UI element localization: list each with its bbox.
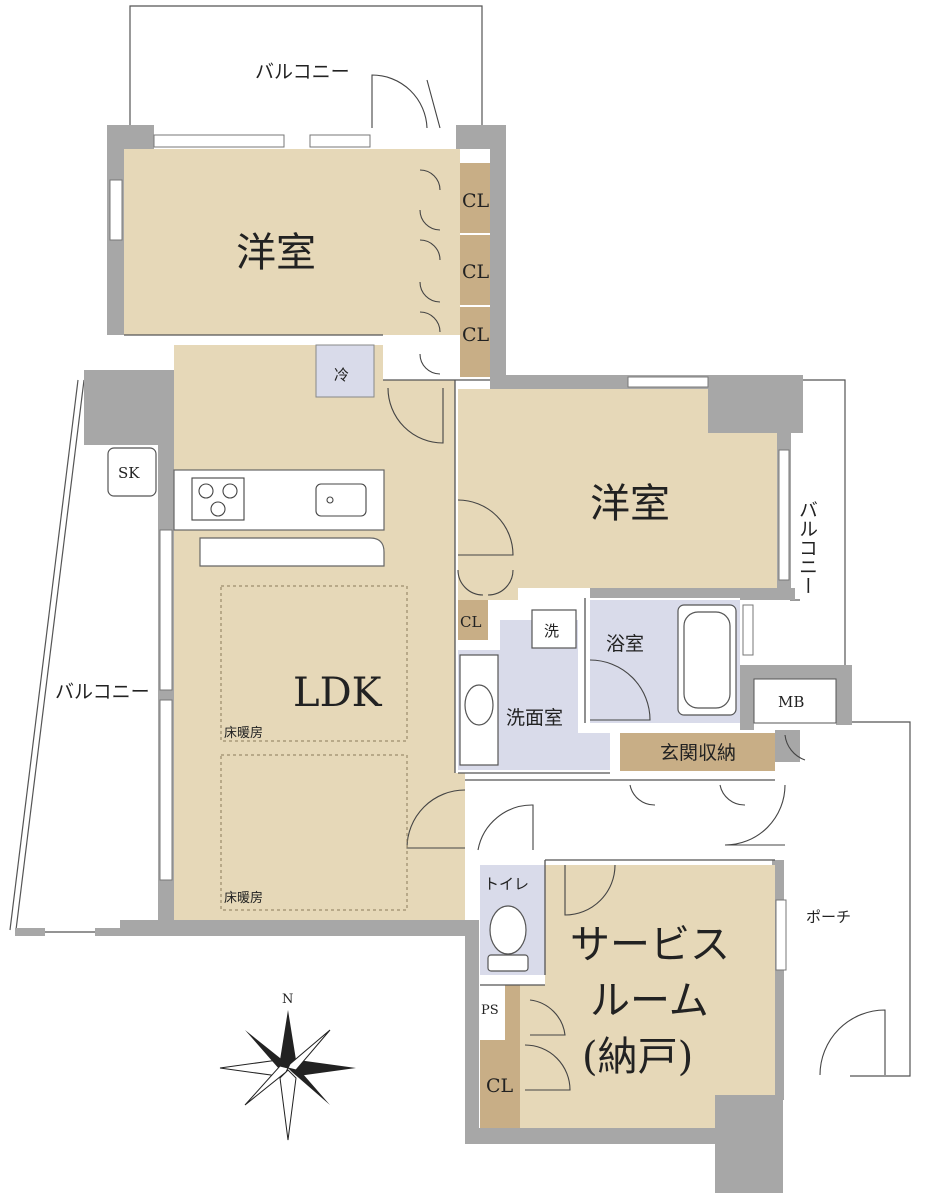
labels: 洋室 洋室 LDK サービス ルーム (納戸) 浴室 洗面室 トイレ 玄関収納 … <box>55 61 851 1097</box>
balcony-top <box>129 5 483 128</box>
porch-outline <box>850 721 911 1077</box>
room-label-service-1: サービス <box>570 922 730 968</box>
label-balcony-top: バルコニー <box>255 61 350 83</box>
room-label-entrance-storage: 玄関収納 <box>660 742 736 764</box>
label-floor-heating-1: 床暖房 <box>224 725 263 741</box>
room-label-bedroom-e: 洋室 <box>590 481 670 527</box>
closet-nw-3 <box>460 307 490 377</box>
label-north: N <box>282 992 293 1007</box>
label-balcony-right: バルコニー <box>796 500 818 595</box>
service-room-floor <box>520 865 775 1128</box>
room-label-bathroom: 浴室 <box>606 633 644 655</box>
washer-space <box>531 609 577 649</box>
closet-nw-2 <box>460 235 490 305</box>
wash-basin-icon <box>459 654 499 766</box>
meter-box <box>753 678 837 724</box>
stove-icon <box>191 477 245 521</box>
label-closet-1: CL <box>462 190 490 212</box>
balcony-left <box>9 379 100 933</box>
closet-nw-1 <box>460 163 490 233</box>
partitions <box>124 334 775 986</box>
label-meter-box: MB <box>778 693 804 711</box>
label-floor-heating-2: 床暖房 <box>224 890 263 906</box>
label-closet-5: CL <box>486 1075 514 1097</box>
kitchen-sink-icon <box>315 483 367 517</box>
room-label-toilet: トイレ <box>484 875 529 893</box>
label-pipe-space: PS <box>481 1003 499 1018</box>
bathtub-icon <box>677 604 737 716</box>
room-label-ldk: LDK <box>293 670 383 716</box>
fridge-space <box>315 344 375 398</box>
label-closet-2: CL <box>462 261 490 283</box>
north-compass-icon <box>219 1010 356 1141</box>
kitchen <box>173 469 385 567</box>
toilet-icon <box>487 905 529 972</box>
label-fridge: 冷 <box>334 366 349 384</box>
ps-area <box>505 985 520 1040</box>
closet-sr <box>480 1040 520 1128</box>
entrance-storage <box>620 733 775 771</box>
windows <box>109 134 790 971</box>
label-closet-3: CL <box>462 324 490 346</box>
room-label-service-2: ルーム <box>590 978 709 1024</box>
room-label-bedroom-nw: 洋室 <box>236 230 316 276</box>
floor-heating-areas <box>220 585 408 911</box>
room-label-washroom: 洗面室 <box>506 707 563 729</box>
label-closet-4: CL <box>460 613 481 631</box>
ldk-floor <box>174 345 465 920</box>
label-sink-sk: SK <box>118 464 140 482</box>
bedroom-e-floor <box>458 389 777 600</box>
sink-sk <box>107 447 157 497</box>
doors <box>371 74 886 1091</box>
kitchen-counter <box>173 469 385 531</box>
room-label-service-3: (納戸) <box>582 1034 693 1080</box>
label-washer: 洗 <box>544 622 559 640</box>
kitchen-counter-lower <box>199 537 385 567</box>
label-balcony-left: バルコニー <box>55 681 150 703</box>
closet-small <box>458 600 488 640</box>
bedroom-nw-floor <box>124 149 460 335</box>
label-porch: ポーチ <box>806 908 851 926</box>
